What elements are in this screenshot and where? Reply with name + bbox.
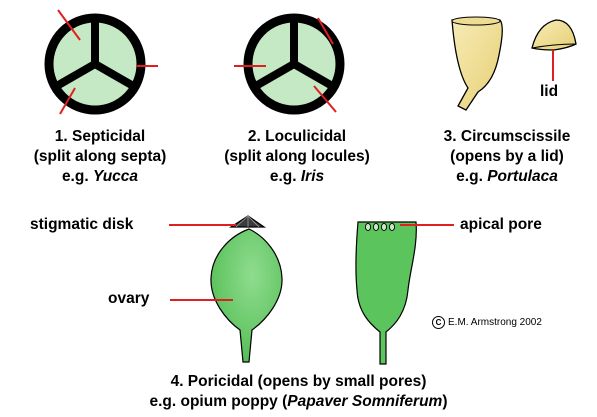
type-1-title: 1. Septicidal — [30, 127, 170, 147]
poricidal-caption: 4. Poricidal (opens by small pores) e.g.… — [0, 372, 597, 412]
type-2-example: e.g. Iris — [222, 167, 372, 187]
lid-label: lid — [540, 83, 558, 101]
loculicidal-capsule — [234, 18, 340, 112]
type-3-title: 3. Circumscissile — [432, 127, 582, 147]
type-1-caption: 1. Septicidal (split along septa) e.g. Y… — [30, 127, 170, 187]
copyright-icon: C — [432, 316, 445, 329]
type-2-title: 2. Loculicidal — [222, 127, 372, 147]
type-3-description: (opens by a lid) — [432, 147, 582, 167]
poricidal-title: 4. Poricidal (opens by small pores) — [0, 372, 597, 392]
poppy-capsule-pores — [356, 222, 454, 364]
type-3-caption: 3. Circumscissile (opens by a lid) e.g. … — [432, 127, 582, 187]
stigmatic-disk-label: stigmatic disk — [30, 216, 133, 234]
copyright-credit: C E.M. Armstrong 2002 — [432, 316, 542, 329]
ovary-label: ovary — [108, 290, 149, 308]
type-3-example: e.g. Portulaca — [432, 167, 582, 187]
type-2-caption: 2. Loculicidal (split along locules) e.g… — [222, 127, 372, 187]
type-2-description: (split along locules) — [222, 147, 372, 167]
type-1-description: (split along septa) — [30, 147, 170, 167]
poricidal-example: e.g. opium poppy (Papaver Somniferum) — [0, 392, 597, 412]
apical-pore-label: apical pore — [460, 216, 542, 234]
credit-text: E.M. Armstrong 2002 — [448, 317, 542, 328]
septicidal-capsule — [49, 10, 158, 114]
type-1-example: e.g. Yucca — [30, 167, 170, 187]
poppy-capsule-closed — [169, 216, 282, 362]
